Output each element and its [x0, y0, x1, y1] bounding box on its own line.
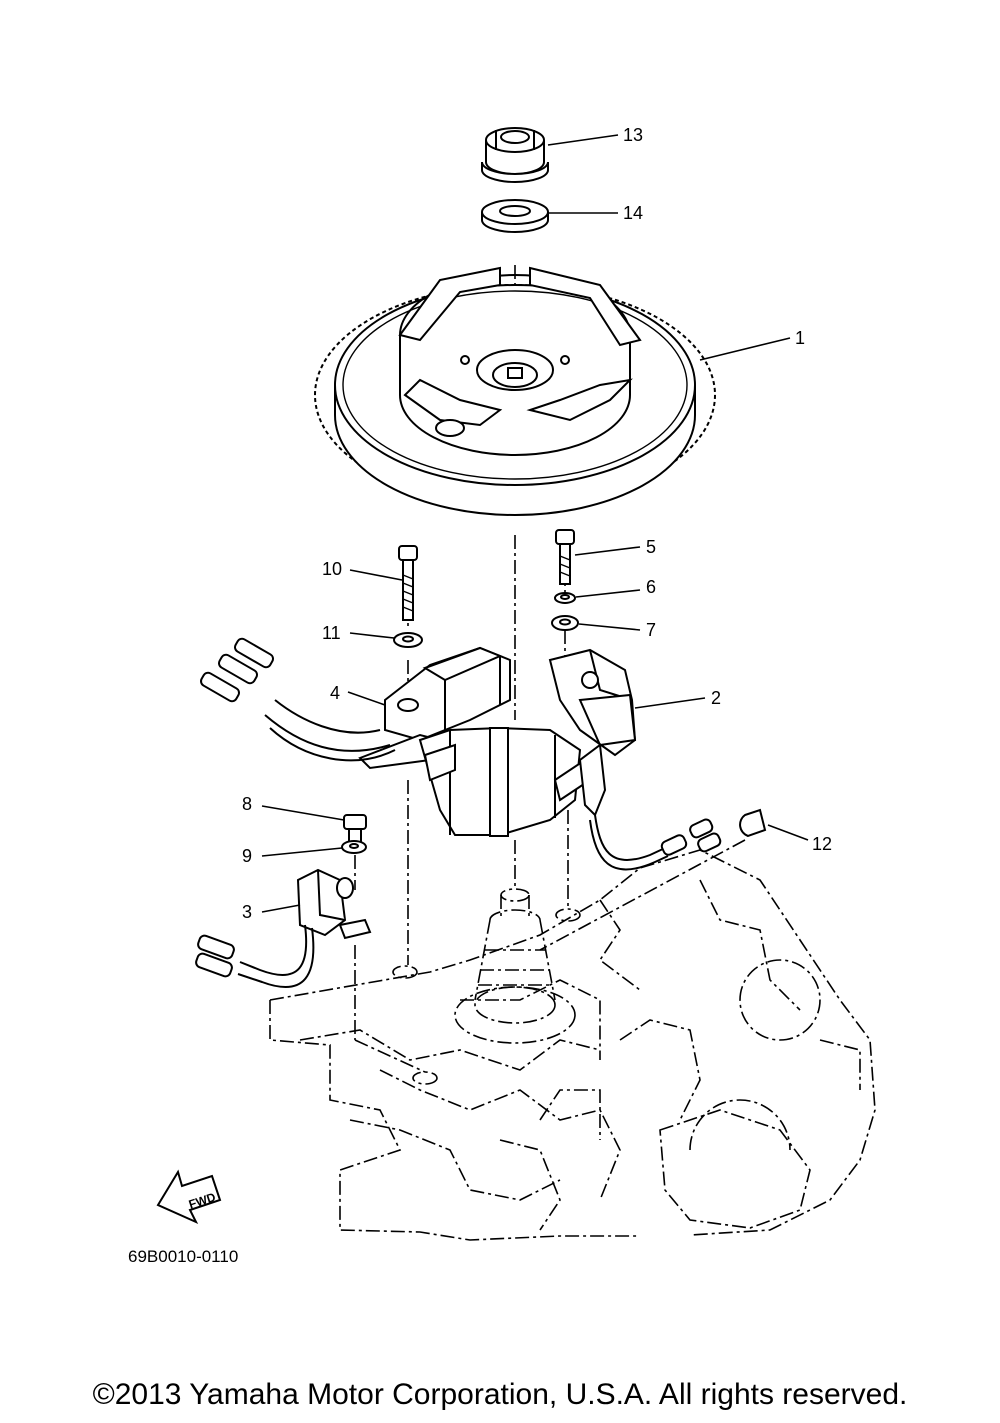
bolt-5	[555, 529, 575, 585]
ignition-coil	[418, 726, 592, 837]
lock-washer-6	[554, 592, 576, 604]
callout-1: 1	[795, 328, 805, 348]
flywheel-nut	[481, 127, 549, 183]
callout-7: 7	[646, 620, 656, 640]
callout-13: 13	[623, 125, 643, 145]
assembly-lines	[354, 265, 746, 1073]
sensor-3	[195, 868, 372, 988]
callout-3: 3	[242, 902, 252, 922]
bolt-10	[398, 545, 418, 621]
callout-8: 8	[242, 794, 252, 814]
washer-11	[393, 632, 423, 648]
woodruff-key	[739, 808, 767, 838]
forward-direction-arrow: FWD	[156, 1169, 222, 1225]
flywheel-assembly	[314, 266, 716, 516]
callout-14: 14	[623, 203, 643, 223]
callout-labels: 13 14 1 5 6 7 2 12 10 11 4 8 9 3	[242, 125, 832, 922]
bolt-8	[343, 814, 367, 844]
washer-7	[551, 615, 579, 631]
washer-9	[341, 840, 367, 854]
crankshaft-end	[392, 888, 581, 1085]
callout-9: 9	[242, 846, 252, 866]
flywheel-washer	[481, 199, 549, 233]
callout-2: 2	[711, 688, 721, 708]
pulser-coil	[548, 648, 722, 871]
callout-11: 11	[322, 623, 341, 643]
callout-12: 12	[812, 834, 832, 854]
callout-10: 10	[322, 559, 342, 579]
callout-6: 6	[646, 577, 656, 597]
engine-block	[269, 849, 876, 1241]
diagram-code: 69B0010-0110	[128, 1247, 238, 1266]
callout-5: 5	[646, 537, 656, 557]
copyright-notice: ©2013 Yamaha Motor Corporation, U.S.A. A…	[92, 1378, 908, 1411]
callout-4: 4	[330, 683, 340, 703]
leader-lines	[261, 134, 809, 913]
